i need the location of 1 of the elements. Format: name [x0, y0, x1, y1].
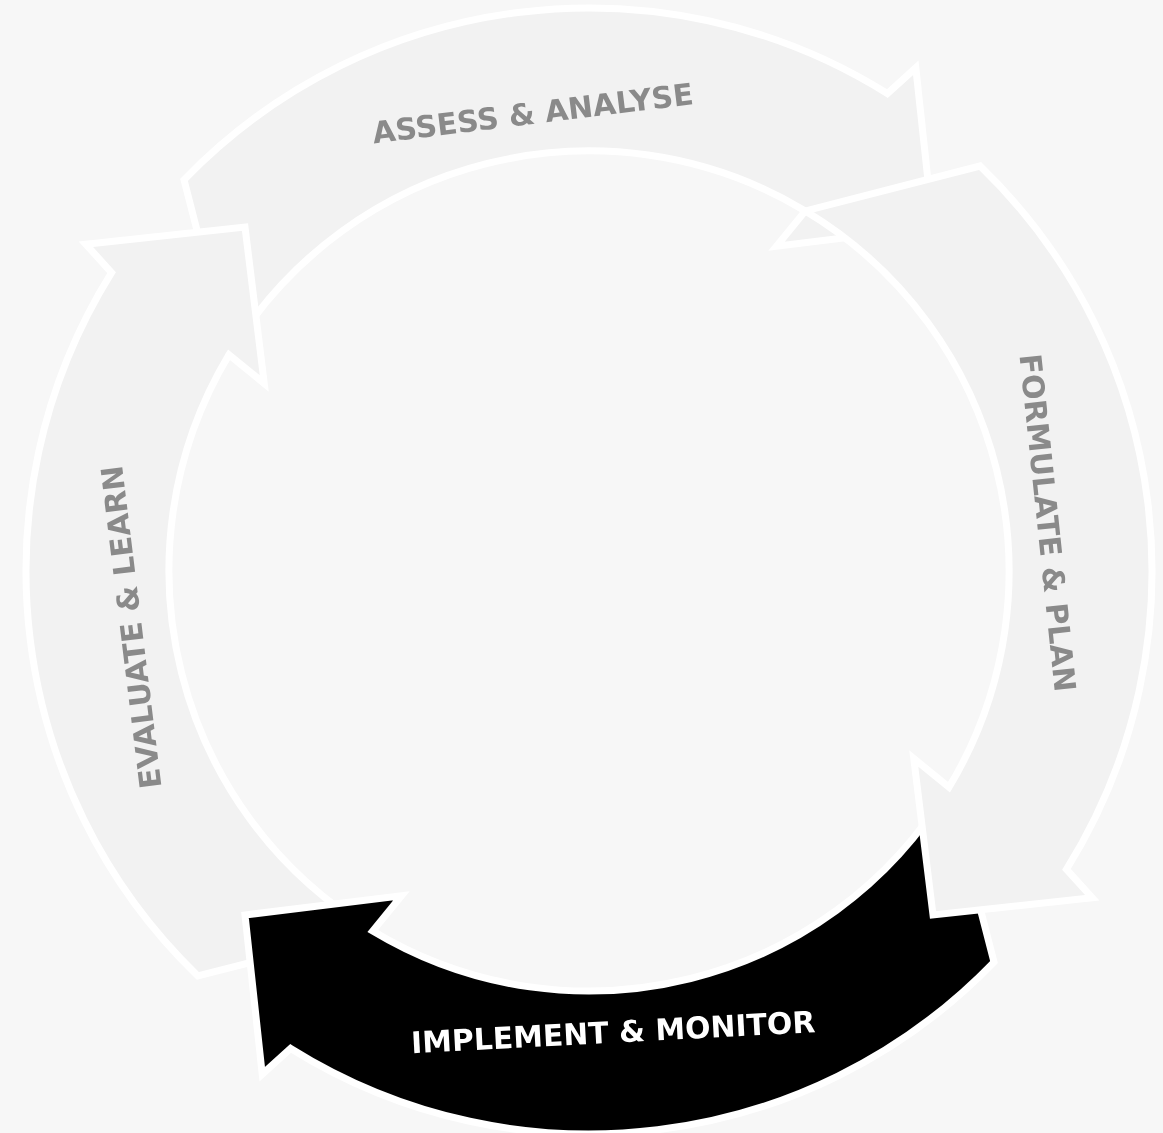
node-label: FORMULATE & PLAN — [1019, 355, 1077, 690]
